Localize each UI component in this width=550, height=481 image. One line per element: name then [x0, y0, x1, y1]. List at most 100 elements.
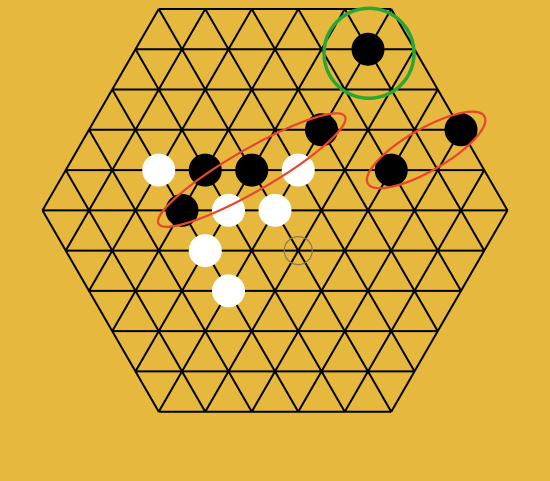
red-ellipse-annotation	[365, 110, 487, 190]
grid-line	[111, 330, 137, 372]
grid-line	[134, 48, 160, 91]
grid-line	[134, 250, 160, 292]
white-stone[interactable]	[212, 274, 245, 308]
grid-line	[250, 89, 276, 131]
grid-line	[134, 8, 160, 50]
grid-line	[157, 370, 183, 413]
grid-line	[181, 370, 207, 413]
grid-line	[297, 370, 323, 413]
grid-line	[367, 209, 393, 252]
grid-line	[157, 48, 183, 91]
grid-line	[157, 290, 183, 332]
grid-line	[320, 209, 346, 252]
grid-line	[320, 330, 346, 372]
grid-line	[227, 370, 253, 413]
grid-line	[41, 209, 67, 252]
grid-line	[343, 129, 369, 171]
black-stone[interactable]	[165, 193, 199, 227]
grid-line	[88, 129, 114, 171]
grid-line	[343, 89, 369, 131]
grid-line	[111, 89, 137, 131]
grid-line	[181, 290, 207, 332]
black-stone[interactable]	[305, 113, 338, 147]
grid-line	[41, 169, 67, 211]
black-stone[interactable]	[235, 153, 269, 187]
grid-line	[436, 290, 462, 332]
black-stone[interactable]	[351, 32, 385, 66]
red-ellipse-annotation	[156, 112, 347, 228]
grid-line	[483, 209, 509, 252]
grid-line	[297, 209, 323, 252]
grid-line	[274, 48, 300, 91]
grid-line	[343, 169, 369, 211]
grid-line	[157, 330, 183, 372]
grid-line	[343, 330, 369, 372]
grid-line	[181, 330, 207, 372]
grid-line	[274, 8, 300, 50]
grid-line	[134, 370, 160, 413]
grid-line	[88, 250, 114, 292]
grid-line	[390, 209, 416, 252]
grid-line	[157, 89, 183, 131]
grid-line	[204, 89, 230, 131]
grid-line	[111, 169, 137, 211]
grid-line	[413, 89, 439, 131]
grid-line	[250, 8, 276, 50]
grid-line	[250, 370, 276, 413]
grid-line	[111, 48, 137, 91]
grid-line	[181, 48, 207, 91]
white-stone[interactable]	[142, 153, 176, 187]
grid-line	[413, 250, 439, 292]
grid-line	[64, 129, 90, 171]
grid-line	[157, 8, 183, 50]
grid-line	[227, 8, 253, 50]
grid-line	[274, 250, 300, 292]
grid-line	[483, 169, 509, 211]
grid-line	[413, 209, 439, 252]
grid-line	[250, 290, 276, 332]
white-stone[interactable]	[281, 153, 315, 187]
grid-line	[320, 370, 346, 413]
grid-line	[181, 89, 207, 131]
grid-line	[227, 89, 253, 131]
grid-line	[297, 330, 323, 372]
grid-line	[390, 330, 416, 372]
grid-line	[413, 48, 439, 91]
grid-line	[134, 89, 160, 131]
white-stone[interactable]	[188, 234, 222, 268]
grid-line	[204, 8, 230, 50]
grid-line	[413, 290, 439, 332]
grid-line	[227, 48, 253, 91]
grid-line	[367, 250, 393, 292]
grid-line	[436, 169, 462, 211]
grid-line	[436, 250, 462, 292]
grid-line	[367, 370, 393, 413]
grid-line	[390, 250, 416, 292]
grid-line	[274, 290, 300, 332]
grid-line	[343, 290, 369, 332]
grid-line	[367, 330, 393, 372]
grid-line	[157, 250, 183, 292]
grid-line	[134, 290, 160, 332]
grid-line	[134, 209, 160, 252]
grid-line	[250, 48, 276, 91]
grid-line	[413, 169, 439, 211]
grid-line	[111, 209, 137, 252]
white-stone[interactable]	[258, 193, 292, 227]
grid-line	[227, 330, 253, 372]
grid-line	[320, 169, 346, 211]
grid-line	[436, 209, 462, 252]
grid-line	[111, 250, 137, 292]
grid-line	[390, 48, 416, 91]
grid-line	[204, 370, 230, 413]
grid-line	[343, 209, 369, 252]
grid-line	[88, 169, 114, 211]
grid-line	[297, 8, 323, 50]
grid-line	[390, 290, 416, 332]
grid-line	[343, 250, 369, 292]
grid-line	[111, 129, 137, 171]
black-stone[interactable]	[188, 153, 222, 187]
grid-line	[413, 129, 439, 171]
